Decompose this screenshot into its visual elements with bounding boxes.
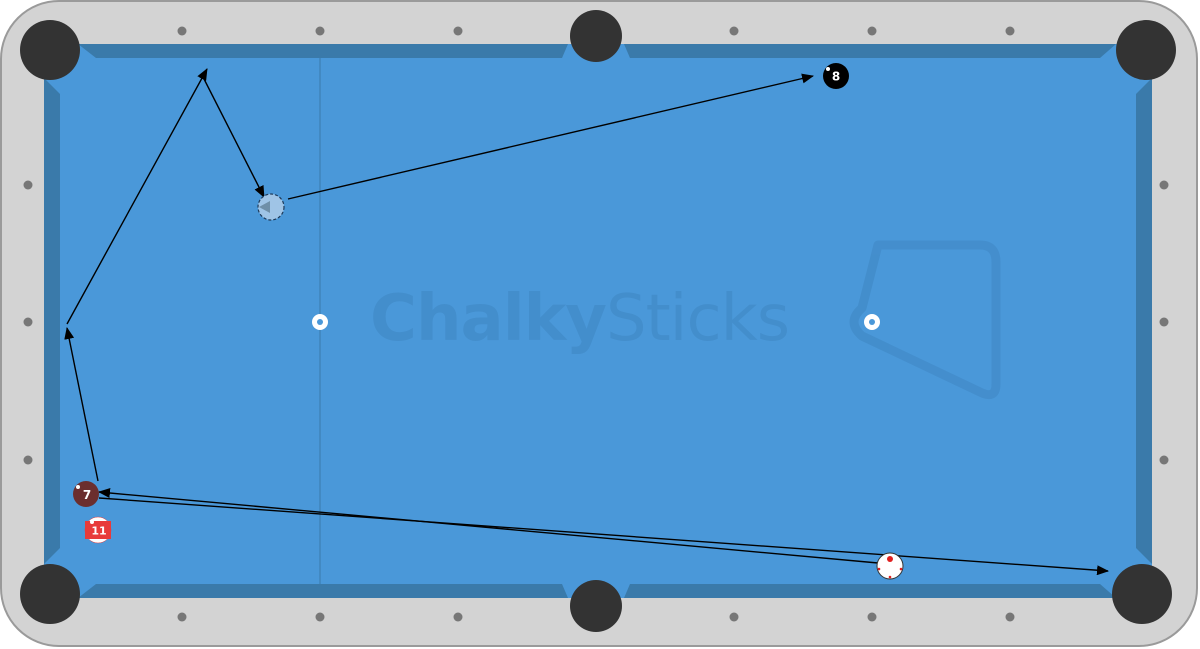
diamond (729, 26, 739, 36)
seven-ball: 7 (73, 481, 99, 507)
diamond (867, 26, 877, 36)
diamond (1159, 180, 1169, 190)
diamond (315, 26, 325, 36)
path-cue-to-bottom-right-pocket (98, 497, 1109, 576)
shot-paths (64, 68, 1109, 576)
cue-ball (876, 552, 904, 580)
pocket-bottom-left (20, 564, 80, 624)
diamond (453, 26, 463, 36)
watermark-text-right: Sticks (606, 282, 789, 356)
rack-triangle-icon (849, 240, 1001, 400)
ghost-ball (257, 193, 285, 221)
cushion-top-left (78, 44, 568, 58)
seven-ball-label: 7 (83, 488, 91, 502)
pocket-top-middle (570, 10, 622, 62)
rail-diamonds (23, 26, 1169, 622)
path-cue-to-seven (98, 488, 879, 564)
chalkysticks-watermark: ChalkySticks (370, 240, 1001, 400)
watermark-text-left: Chalky (370, 282, 606, 356)
eleven-ball-label: 11 (91, 525, 106, 538)
diamond (177, 26, 187, 36)
diamond (1005, 26, 1015, 36)
diamond (1159, 455, 1169, 465)
play-triangle-icon (259, 201, 270, 213)
pockets (20, 10, 1176, 632)
path-left-rail-to-top-rail (66, 68, 208, 325)
pocket-top-right (1116, 20, 1176, 80)
table-cloth (44, 44, 1152, 598)
cushion-bottom-left (78, 584, 568, 598)
eleven-ball: 11 (84, 516, 112, 544)
cushion-bottom-right (624, 584, 1116, 598)
path-seven-to-left-rail (64, 327, 99, 482)
eight-ball: 8 (823, 63, 849, 89)
diamond (315, 612, 325, 622)
diamond (1159, 317, 1169, 327)
path-ghost-to-eight (287, 73, 814, 200)
pocket-bottom-middle (570, 580, 622, 632)
diamond (729, 612, 739, 622)
diamond (23, 180, 33, 190)
cushion-top-right (624, 44, 1116, 58)
cushion-left (44, 78, 60, 564)
diamond (1005, 612, 1015, 622)
diamond (867, 612, 877, 622)
diamond (177, 612, 187, 622)
pocket-bottom-right (1112, 564, 1172, 624)
svg-text:ChalkySticks: ChalkySticks (370, 282, 789, 356)
table-spots (312, 314, 880, 330)
eight-ball-label: 8 (832, 70, 840, 84)
path-top-rail-to-ghost (202, 76, 265, 198)
cushions (44, 44, 1152, 598)
diamond (453, 612, 463, 622)
pocket-top-left (20, 20, 80, 80)
diamond (23, 455, 33, 465)
cushion-right (1136, 78, 1152, 564)
diamond (23, 317, 33, 327)
